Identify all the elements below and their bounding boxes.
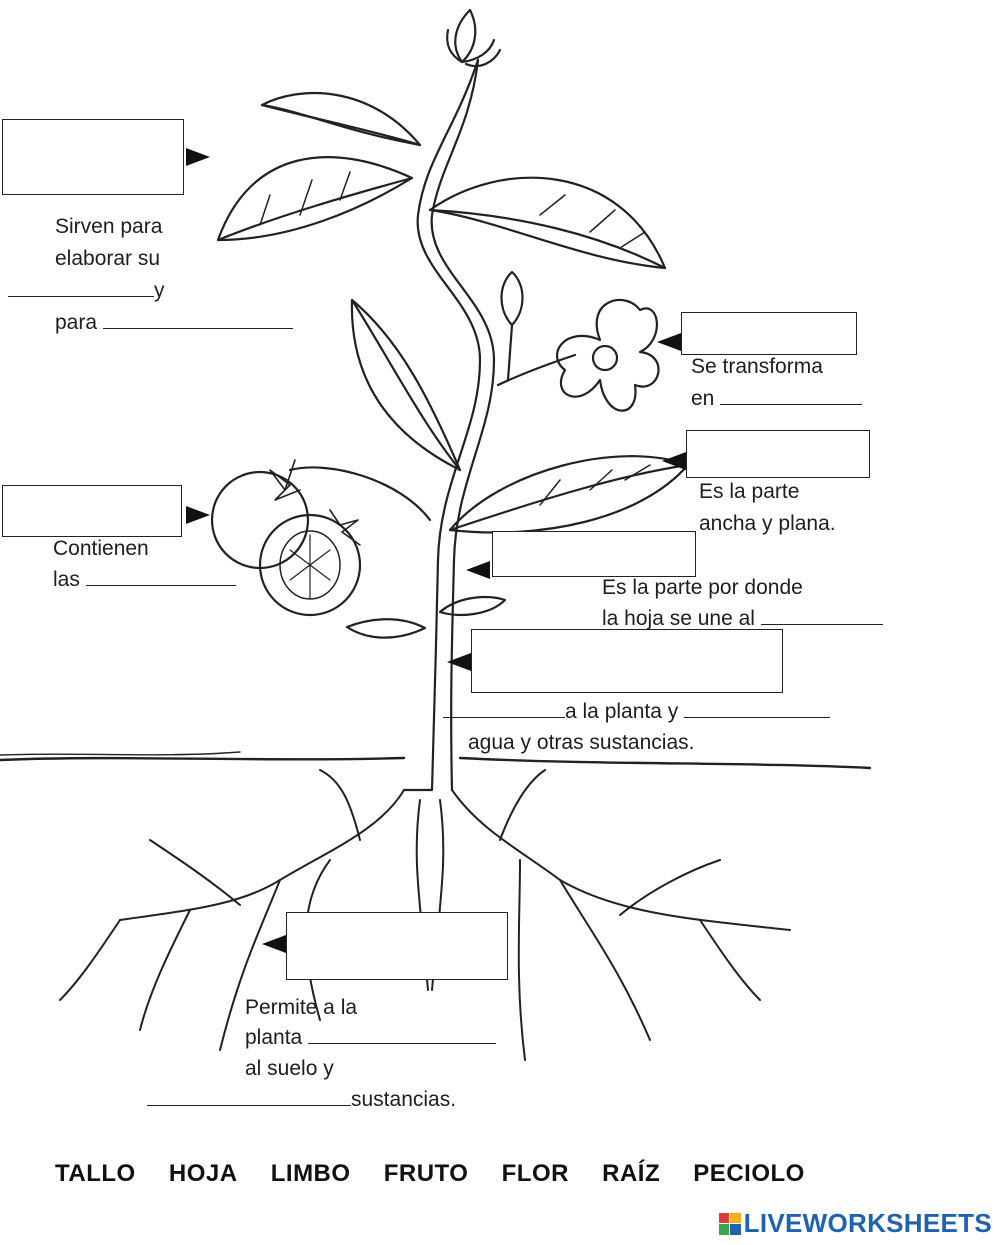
terminal-bud [446, 8, 502, 68]
word-bank-item: FLOR [501, 1160, 569, 1187]
pointer-arrow [262, 935, 286, 953]
fill-blank[interactable] [443, 697, 565, 718]
caption-petiole-2: la hoja se une al [602, 604, 883, 634]
word-bank-item: PECIOLO [693, 1160, 805, 1187]
caption-fruit-2: las [53, 565, 236, 595]
answer-box-peciolo[interactable] [492, 531, 696, 577]
fill-blank[interactable] [760, 604, 883, 625]
fruit-whole [210, 470, 310, 570]
answer-box-limbo[interactable] [686, 430, 870, 478]
pointer-arrow [657, 333, 681, 351]
caption-flower-1: Se transforma [691, 355, 823, 378]
caption-flower-2-text: en [691, 387, 715, 410]
caption-root-1: Permite a la [245, 996, 358, 1019]
caption-root-2-text: planta [245, 1026, 303, 1049]
fill-blank[interactable] [102, 308, 293, 329]
word-bank-item: LIMBO [270, 1160, 351, 1187]
caption-limbo-2: ancha y plana. [699, 512, 836, 535]
caption-stem-1: a la planta y [443, 697, 831, 727]
fill-blank[interactable] [85, 565, 236, 586]
stem [402, 58, 482, 792]
fill-blank[interactable] [147, 1085, 351, 1106]
flower [496, 298, 660, 412]
leaf-top-left [260, 91, 422, 147]
pointer-arrow [186, 506, 210, 524]
leaf-left-large [216, 156, 414, 242]
answer-box-flor[interactable] [681, 312, 857, 355]
word-bank: TALLO HOJA LIMBO FRUTO FLOR RAÍZ PECIOLO [55, 1160, 831, 1188]
word-bank-item: HOJA [168, 1160, 238, 1187]
soil-line [0, 756, 872, 770]
caption-fruit-2-text: las [53, 568, 80, 591]
caption-leaf-2: elaborar su [55, 247, 161, 270]
caption-fruit-1: Contienen [53, 537, 149, 560]
fruit-stem [288, 466, 432, 522]
word-bank-item: TALLO [55, 1160, 136, 1187]
caption-stem-1-text: a la planta y [565, 700, 679, 723]
caption-leaf-3: y [8, 276, 165, 306]
leaf-limbo [448, 455, 690, 534]
leaf-middle-left [350, 298, 462, 472]
answer-box-tallo[interactable] [471, 629, 783, 693]
caption-limbo-1: Es la parte [699, 480, 800, 503]
fill-blank[interactable] [684, 697, 831, 718]
fruit-cut [258, 513, 362, 617]
caption-root-3: al suelo y [245, 1057, 334, 1080]
pointer-arrow [662, 452, 686, 470]
leaf-small-left [345, 618, 427, 639]
caption-leaf-4: para [55, 308, 293, 338]
caption-root-4: sustancias. [147, 1085, 456, 1115]
pointer-arrow [466, 561, 490, 579]
pointer-arrow [186, 148, 210, 166]
pointer-arrow [447, 653, 471, 671]
logo-mark-icon [718, 1212, 741, 1235]
answer-box-raiz[interactable] [286, 912, 508, 980]
answer-box-fruto[interactable] [2, 485, 182, 537]
caption-petiole-1: Es la parte por donde [602, 576, 803, 599]
caption-root-2: planta [245, 1023, 497, 1053]
word-bank-item: FRUTO [383, 1160, 469, 1187]
logo-text: LIVEWORKSHEETS [743, 1208, 992, 1238]
caption-leaf-4-text: para [55, 311, 98, 334]
caption-stem-2: agua y otras sustancias. [468, 731, 695, 754]
caption-leaf-3-text: y [154, 279, 165, 302]
caption-leaf-1: Sirven para [55, 215, 163, 238]
liveworksheets-logo: LIVEWORKSHEETS [718, 1208, 992, 1239]
flower-bud [500, 270, 524, 382]
leaf-right-large [428, 176, 667, 270]
caption-petiole-2-text: la hoja se une al [602, 607, 755, 630]
fill-blank[interactable] [8, 276, 154, 297]
word-bank-item: RAÍZ [602, 1160, 661, 1187]
caption-root-4-text: sustancias. [351, 1088, 457, 1111]
fruit-calyx [269, 459, 301, 501]
answer-box-hoja[interactable] [2, 119, 184, 195]
leaf-small-right [438, 596, 507, 616]
caption-flower-2: en [691, 384, 863, 414]
fill-blank[interactable] [720, 384, 863, 405]
roots [59, 769, 791, 1061]
fill-blank[interactable] [308, 1023, 497, 1044]
